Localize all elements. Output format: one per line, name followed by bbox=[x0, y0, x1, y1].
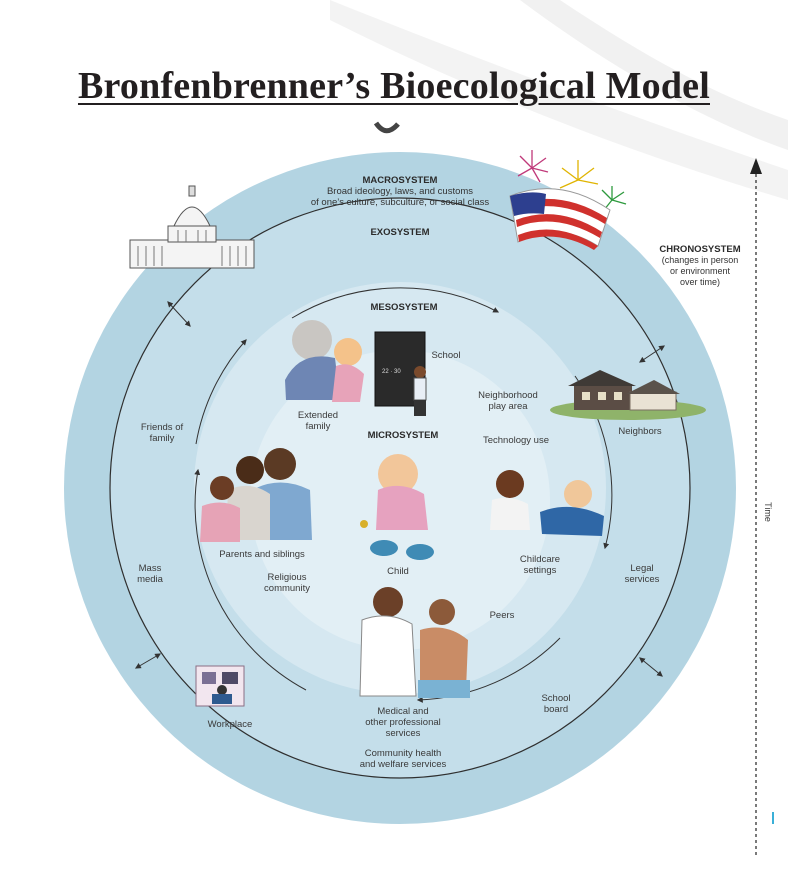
exosystem-border bbox=[109, 197, 691, 779]
label-friends-1: Friends of bbox=[141, 422, 184, 433]
label-child: Child bbox=[387, 566, 409, 577]
label-workplace: Workplace bbox=[208, 719, 253, 730]
label-religious-2: community bbox=[264, 583, 310, 594]
page-title: Bronfenbrenner’s Bioecological Model bbox=[77, 65, 710, 107]
label-legal-2: services bbox=[625, 574, 660, 585]
title-fragment bbox=[373, 121, 400, 134]
small-blue-mark bbox=[772, 812, 774, 824]
label-extended-family-2: family bbox=[306, 421, 331, 432]
microsystem-heading: MICROSYSTEM bbox=[368, 430, 439, 441]
label-medical-1: Medical and bbox=[377, 706, 428, 717]
mesosystem-arrow-bottom bbox=[416, 637, 561, 703]
family-icon bbox=[200, 448, 312, 542]
workplace-icon bbox=[195, 665, 245, 707]
babies-icon bbox=[490, 470, 604, 536]
exo-arrow-neighbors bbox=[639, 345, 665, 363]
chronosystem-desc-3: over time) bbox=[680, 277, 720, 287]
label-medical-3: services bbox=[386, 728, 421, 739]
label-school-board-2: board bbox=[544, 704, 568, 715]
chronosystem-desc-2: or environment bbox=[670, 266, 731, 276]
label-parents-siblings: Parents and siblings bbox=[219, 549, 305, 560]
mesosystem-arrow-top bbox=[291, 287, 500, 319]
label-neighborhood-2: play area bbox=[488, 401, 528, 412]
svg-text:22 · 30: 22 · 30 bbox=[382, 369, 401, 375]
flag-icon bbox=[509, 188, 611, 250]
label-friends-2: family bbox=[150, 433, 175, 444]
time-axis-label: Time bbox=[763, 502, 773, 522]
mesosystem-arrow-leftup bbox=[195, 339, 247, 445]
school-icon: 22 · 30 bbox=[374, 331, 427, 416]
capitol-icon bbox=[129, 185, 255, 269]
macrosystem-desc-2: of one’s culture, subculture, or social … bbox=[311, 197, 490, 208]
exo-arrow-friends bbox=[167, 301, 191, 327]
doctor-icon bbox=[359, 587, 470, 698]
chronosystem-desc-1: (changes in person bbox=[662, 255, 739, 265]
label-community-health-1: Community health bbox=[365, 748, 442, 759]
house-icon bbox=[550, 370, 706, 420]
exo-arrow-legal bbox=[639, 657, 663, 677]
extended-family-icon bbox=[285, 320, 364, 402]
label-community-health-2: and welfare services bbox=[360, 759, 447, 770]
label-extended-family-1: Extended bbox=[298, 410, 338, 421]
time-axis-arrowhead bbox=[750, 158, 762, 174]
label-religious-1: Religious bbox=[267, 572, 306, 583]
label-childcare-2: settings bbox=[524, 565, 557, 576]
label-neighborhood-1: Neighborhood bbox=[478, 390, 538, 401]
child-icon bbox=[360, 454, 434, 560]
label-peers: Peers bbox=[490, 610, 515, 621]
mesosystem-arrow-left bbox=[194, 468, 307, 691]
fireworks-icon bbox=[517, 150, 627, 211]
label-school: School bbox=[431, 350, 460, 361]
label-school-board-1: School bbox=[541, 693, 570, 704]
label-neighbors: Neighbors bbox=[618, 426, 662, 437]
label-legal-1: Legal bbox=[630, 563, 653, 574]
mesosystem-heading: MESOSYSTEM bbox=[370, 302, 437, 313]
macrosystem-desc-1: Broad ideology, laws, and customs bbox=[327, 186, 473, 197]
exosystem-heading: EXOSYSTEM bbox=[370, 227, 429, 238]
label-mass-media-2: media bbox=[137, 574, 164, 585]
exo-arrow-mass-media bbox=[134, 653, 162, 669]
label-medical-2: other professional bbox=[365, 717, 441, 728]
chronosystem-heading: CHRONOSYSTEM bbox=[659, 244, 740, 255]
label-mass-media-1: Mass bbox=[139, 563, 162, 574]
macrosystem-heading: MACROSYSTEM bbox=[363, 175, 438, 186]
label-childcare-1: Childcare bbox=[520, 554, 560, 565]
label-technology: Technology use bbox=[483, 435, 549, 446]
